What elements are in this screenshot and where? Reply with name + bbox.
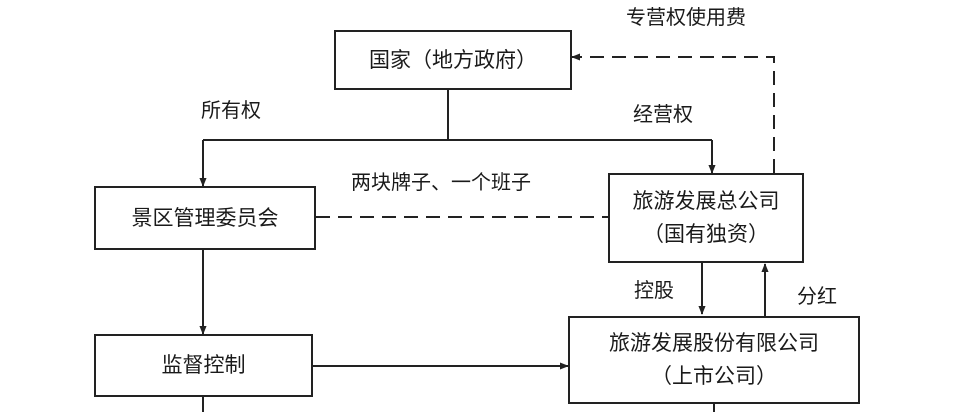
supervision-box: 监督控制 — [94, 334, 313, 397]
ownership-label: 所有权 — [201, 98, 261, 122]
scenic-committee-label: 景区管理委员会 — [131, 205, 279, 230]
holding-label: 控股 — [634, 278, 674, 302]
operating-right-label: 经营权 — [633, 102, 693, 126]
two-brands-label: 两块牌子、一个班子 — [351, 170, 531, 194]
supervision-label: 监督控制 — [161, 353, 246, 378]
dividend-label: 分红 — [797, 284, 837, 308]
tourism-company-box: 旅游发展总公司 （国有独资） — [608, 173, 804, 263]
listed-company-box: 旅游发展股份有限公司 （上市公司） — [568, 316, 860, 404]
franchise-fee-dashed-arrow — [571, 53, 775, 173]
franchise-fee-label: 专营权使用费 — [626, 5, 746, 29]
listed-company-sublabel: （上市公司） — [651, 364, 777, 388]
state-government-label: 国家（地方政府） — [369, 47, 537, 72]
scenic-committee-box: 景区管理委员会 — [94, 186, 316, 250]
tourism-company-sublabel: （国有独资） — [643, 222, 769, 246]
tourism-company-label: 旅游发展总公司 — [632, 189, 780, 214]
listed-company-label: 旅游发展股份有限公司 — [609, 331, 819, 356]
state-government-box: 国家（地方政府） — [334, 30, 572, 90]
